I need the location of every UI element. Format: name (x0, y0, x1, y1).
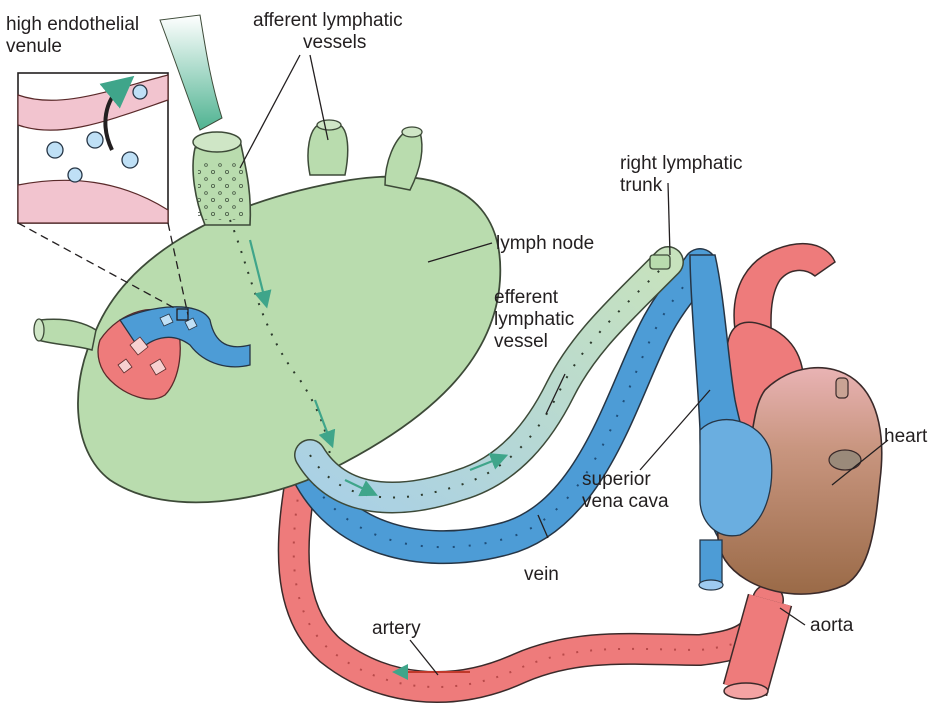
label-afferent-line1: afferent lymphatic (253, 10, 403, 32)
label-svc-line2: vena cava (582, 491, 669, 513)
label-right-trunk-line1: right lymphatic (620, 153, 743, 175)
label-hev-line2: venule (6, 36, 139, 58)
label-hev: high endothelial venule (6, 14, 139, 58)
label-vein: vein (524, 564, 559, 586)
label-hev-line1: high endothelial (6, 14, 139, 36)
label-aorta: aorta (810, 615, 853, 637)
label-efferent: efferent lymphatic vessel (494, 287, 574, 353)
label-artery: artery (372, 618, 421, 640)
label-afferent: afferent lymphatic vessels (253, 10, 403, 54)
label-svc-line1: superior (582, 469, 669, 491)
label-efferent-line3: vessel (494, 331, 574, 353)
label-efferent-line2: lymphatic (494, 309, 574, 331)
label-right-trunk-line2: trunk (620, 175, 743, 197)
label-lymph-node: lymph node (496, 233, 594, 255)
label-superior-vena-cava: superior vena cava (582, 469, 669, 513)
label-efferent-line1: efferent (494, 287, 574, 309)
label-afferent-line2: vessels (253, 32, 403, 54)
label-right-lymphatic-trunk: right lymphatic trunk (620, 153, 743, 197)
label-heart: heart (884, 426, 927, 448)
heart-organ (690, 244, 882, 594)
